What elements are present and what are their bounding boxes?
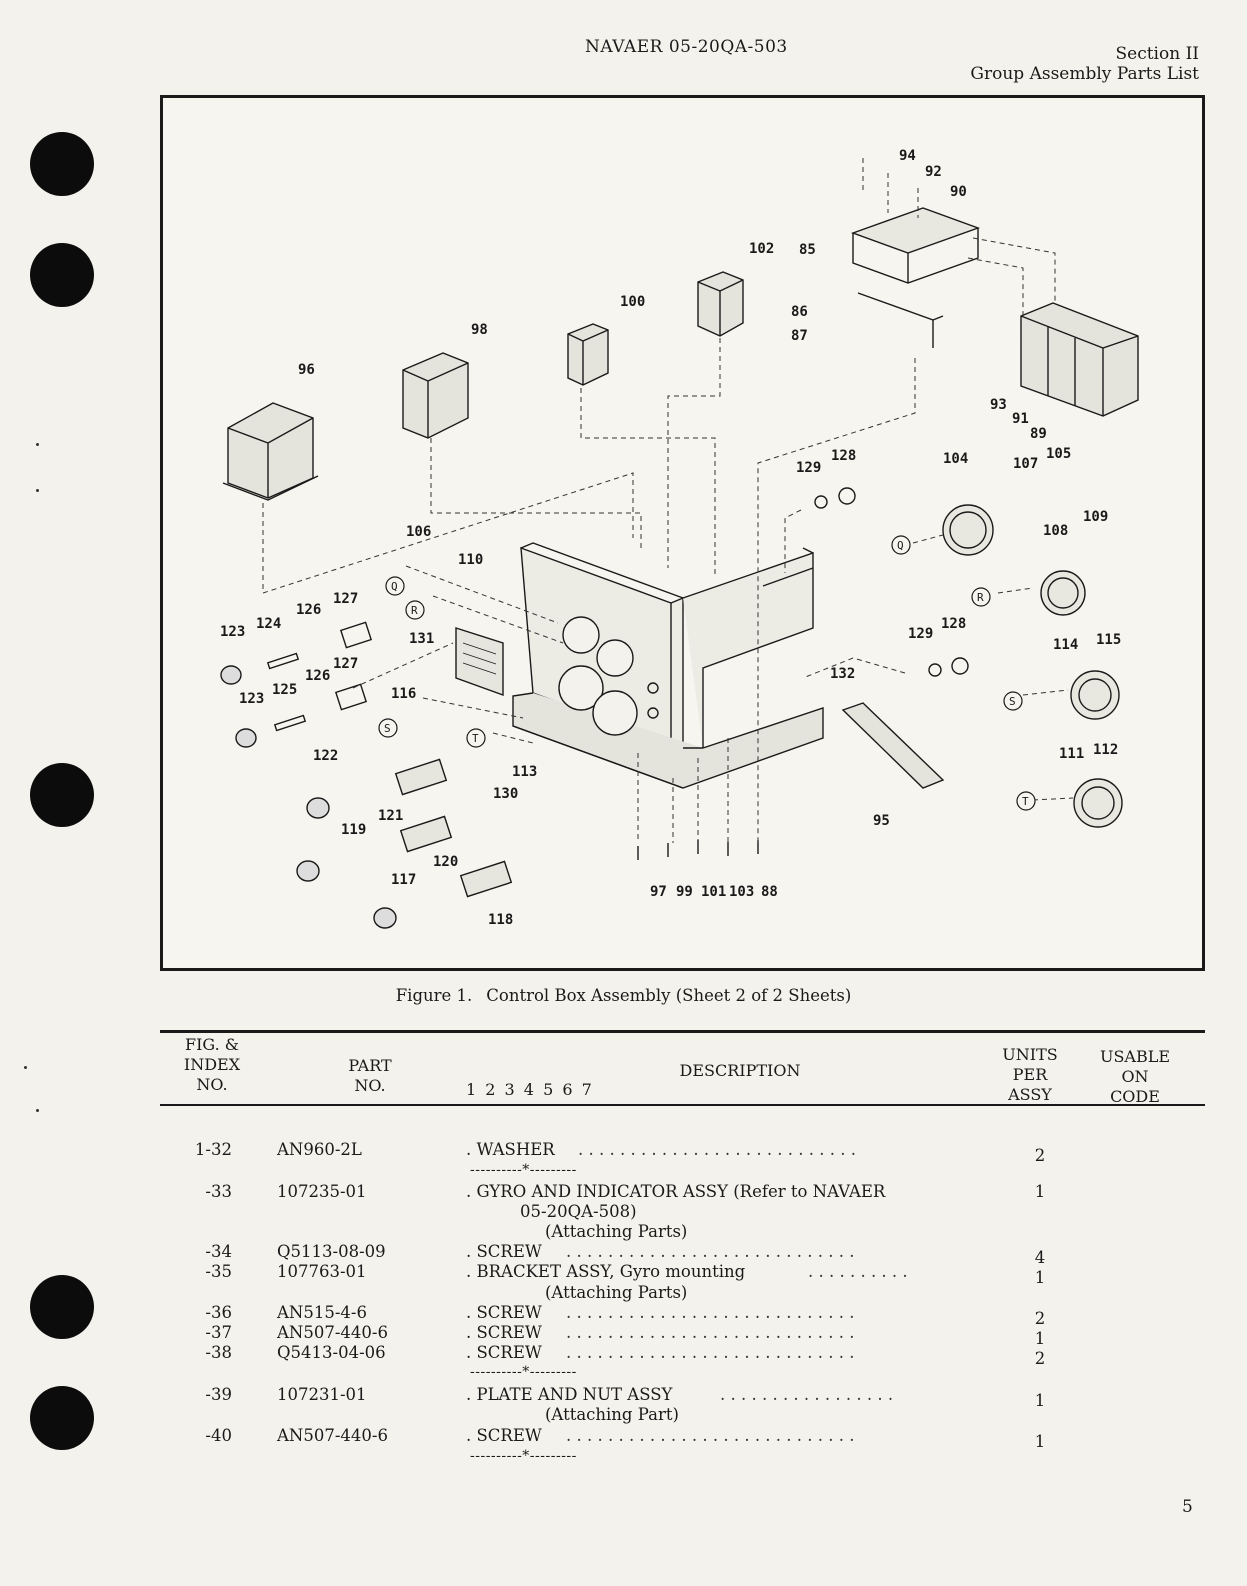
svg-text:S: S (1009, 695, 1016, 708)
callout-94: 94 (899, 148, 916, 164)
callout-114: 114 (1053, 637, 1078, 653)
callout-87: 87 (791, 328, 808, 344)
binder-hole (30, 763, 94, 827)
callout-127: 127 (333, 656, 358, 672)
header-fig-index: FIG. & INDEX NO. (183, 1035, 241, 1094)
description-continuation: 05-20QA-508) (520, 1202, 637, 1221)
callout-112: 112 (1093, 742, 1118, 758)
header-indent-levels: 1 2 3 4 5 6 7 (466, 1080, 594, 1099)
table-header-rule (160, 1104, 1205, 1106)
exploded-view-illustration: 94 92 90 85 102 86 87 100 98 96 93 91 89… (220, 148, 1139, 929)
callout-129: 129 (908, 626, 933, 642)
attaching-parts-note: (Attaching Parts) (545, 1222, 688, 1241)
callout-117: 117 (391, 872, 416, 888)
callout-121: 121 (378, 808, 403, 824)
table-top-rule (160, 1030, 1205, 1033)
document-id: NAVAER 05-20QA-503 (585, 37, 788, 57)
header-part-no: PART NO. (348, 1056, 392, 1095)
callout-123: 123 (220, 624, 245, 640)
callout-120: 120 (433, 854, 458, 870)
separator: ----------*--------- (470, 1162, 577, 1178)
callout-126: 126 (296, 602, 321, 618)
callout-130: 130 (493, 786, 518, 802)
callout-118: 118 (488, 912, 513, 928)
svg-text:Q: Q (391, 580, 398, 593)
callout-127: 127 (333, 591, 358, 607)
callout-110: 110 (458, 552, 483, 568)
binder-hole (30, 1386, 94, 1450)
callout-108: 108 (1043, 523, 1068, 539)
callout-91: 91 (1012, 411, 1029, 427)
section-subtitle: Group Assembly Parts List (970, 64, 1199, 84)
callout-124: 124 (256, 616, 281, 632)
callout-95: 95 (873, 813, 890, 829)
callout-126: 126 (305, 668, 330, 684)
callout-96: 96 (298, 362, 315, 378)
callout-97: 97 (650, 884, 667, 900)
callout-107: 107 (1013, 456, 1038, 472)
callout-90: 90 (950, 184, 967, 200)
figure-caption: Figure 1. Control Box Assembly (Sheet 2 o… (0, 986, 1247, 1005)
callout-89: 89 (1030, 426, 1047, 442)
separator: ----------*--------- (470, 1364, 577, 1380)
binder-hole (30, 243, 94, 307)
table-row: -34 Q5113-08-09 . SCREW . . . . . . . . … (205, 1242, 1046, 1267)
binder-hole (30, 132, 94, 196)
attaching-parts-note: (Attaching Parts) (545, 1283, 688, 1302)
svg-text:T: T (1022, 795, 1029, 808)
header-usable-on-code: USABLE ON CODE (1099, 1047, 1171, 1106)
callout-92: 92 (925, 164, 942, 180)
callout-128: 128 (831, 448, 856, 464)
table-row: 1-32 AN960-2L . WASHER . . . . . . . . .… (194, 1140, 1046, 1165)
callout-129: 129 (796, 460, 821, 476)
callout-104: 104 (943, 451, 968, 467)
callout-100: 100 (620, 294, 645, 310)
caption-prefix: Figure 1. (395, 986, 473, 1005)
callout-111: 111 (1059, 746, 1084, 762)
section-label: Section II (1115, 44, 1199, 64)
svg-text:S: S (384, 722, 391, 735)
page-number: 5 (1182, 1497, 1193, 1517)
figure-frame: 94 92 90 85 102 86 87 100 98 96 93 91 89… (160, 95, 1205, 971)
callout-123: 123 (239, 691, 264, 707)
svg-text:R: R (977, 591, 984, 604)
callout-98: 98 (471, 322, 488, 338)
callout-101: 101 (701, 884, 726, 900)
callout-103: 103 (729, 884, 754, 900)
callout-128: 128 (941, 616, 966, 632)
callout-86: 86 (791, 304, 808, 320)
svg-text:Q: Q (897, 539, 904, 552)
table-row: -36 AN515-4-6 . SCREW . . . . . . . . . … (205, 1303, 1046, 1328)
svg-text:R: R (411, 604, 418, 617)
callout-113: 113 (512, 764, 537, 780)
table-row: -40 AN507-440-6 . SCREW . . . . . . . . … (205, 1426, 1046, 1451)
attaching-parts-note: (Attaching Part) (545, 1405, 679, 1424)
callout-106: 106 (406, 524, 431, 540)
callout-116: 116 (391, 686, 416, 702)
header-description: DESCRIPTION (679, 1061, 801, 1080)
separator: ----------*--------- (470, 1448, 577, 1464)
callout-125: 125 (272, 682, 297, 698)
table-row: -37 AN507-440-6 . SCREW . . . . . . . . … (205, 1323, 1046, 1348)
callout-102: 102 (749, 241, 774, 257)
callout-85: 85 (799, 242, 816, 258)
callout-119: 119 (341, 822, 366, 838)
svg-text:T: T (472, 732, 479, 745)
callout-132: 132 (830, 666, 855, 682)
table-row: -39 107231-01 . PLATE AND NUT ASSY . . .… (205, 1385, 1046, 1410)
header-units-per-assy: UNITS PER ASSY (1002, 1045, 1058, 1104)
table-row: -35 107763-01 . BRACKET ASSY, Gyro mount… (205, 1262, 1046, 1287)
binder-hole (30, 1275, 94, 1339)
callout-105: 105 (1046, 446, 1071, 462)
callout-99: 99 (676, 884, 693, 900)
callout-109: 109 (1083, 509, 1108, 525)
callout-131: 131 (409, 631, 434, 647)
callout-122: 122 (313, 748, 338, 764)
callout-115: 115 (1096, 632, 1121, 648)
table-row: -33 107235-01 . GYRO AND INDICATOR ASSY … (205, 1182, 1046, 1201)
callout-93: 93 (990, 397, 1007, 413)
callout-88: 88 (761, 884, 778, 900)
caption-text: Control Box Assembly (Sheet 2 of 2 Sheet… (486, 986, 852, 1005)
table-row: -38 Q5413-04-06 . SCREW . . . . . . . . … (205, 1343, 1046, 1368)
